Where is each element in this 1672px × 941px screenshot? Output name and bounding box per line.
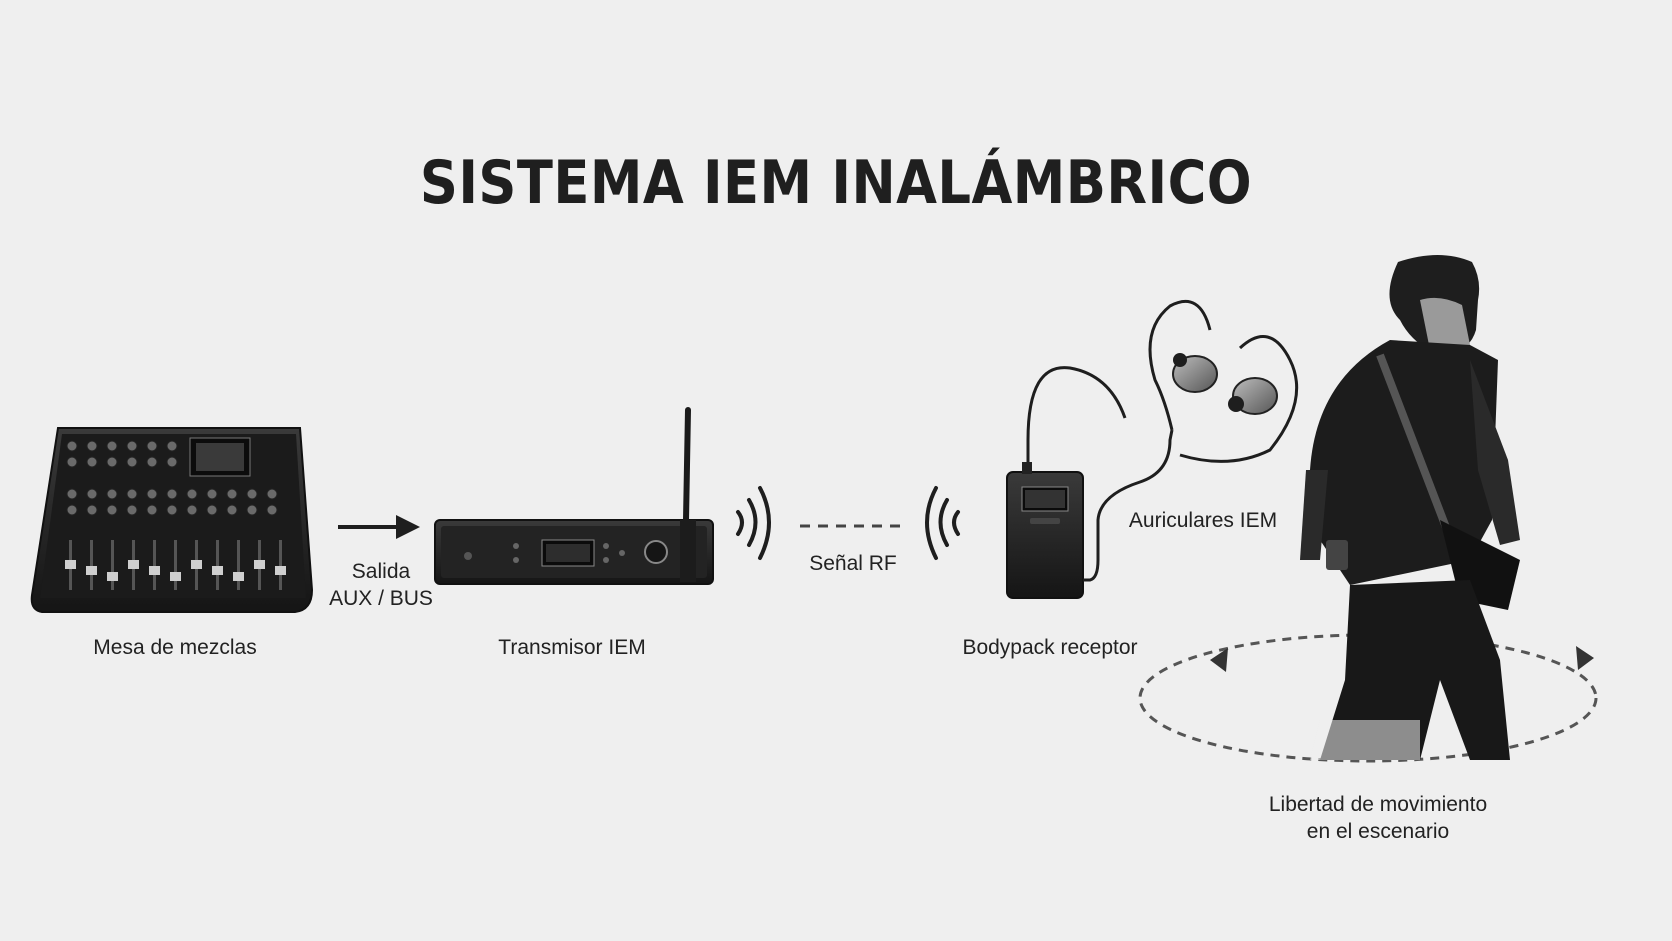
fader-cap (149, 566, 160, 575)
output-label: Salida AUX / BUS (320, 558, 442, 612)
performer-figure (1300, 255, 1520, 760)
fader-track (90, 540, 93, 590)
fader-track (111, 540, 114, 590)
rf-waves-out (736, 486, 771, 560)
mixer-knob (246, 488, 258, 500)
mixer-knob (106, 504, 118, 516)
mixer-knob (66, 504, 78, 516)
mixer-knob (166, 440, 178, 452)
iem-earphones (1148, 300, 1299, 463)
mixing-console (30, 427, 314, 613)
fader-cap (254, 560, 265, 569)
mixer-knob (66, 456, 78, 468)
mixer-knob (166, 504, 178, 516)
fader-track (216, 540, 219, 590)
mixer-knob (66, 440, 78, 452)
diagram-title: SISTEMA IEM INALÁMBRICO (419, 148, 1253, 218)
fader-cap (86, 566, 97, 575)
earphones-label: Auriculares IEM (1128, 509, 1278, 532)
performer-label-line-2: en el escenario (1306, 820, 1450, 843)
mixer-knob (106, 440, 118, 452)
mixer-knob (106, 488, 118, 500)
fader-cap (275, 566, 286, 575)
mixer-knob (126, 488, 138, 500)
mixer-knob (86, 488, 98, 500)
mixer-knob (186, 488, 198, 500)
mixer-knob (186, 504, 198, 516)
mixer-knob (266, 488, 278, 500)
fader-cap (170, 572, 181, 581)
mixer-knob (166, 488, 178, 500)
mixer-knob (126, 504, 138, 516)
fader-track (237, 540, 240, 590)
output-label-line-2: AUX / BUS (329, 587, 433, 610)
mixer-knob (146, 456, 158, 468)
mixer-knob (86, 440, 98, 452)
iem-transmitter (434, 407, 714, 585)
mixer-knob (226, 488, 238, 500)
rf-waves-in (925, 486, 960, 560)
fader-cap (107, 572, 118, 581)
mixer-knob (86, 504, 98, 516)
mixer-knob (126, 440, 138, 452)
fader-cap (128, 560, 139, 569)
fader-track (279, 540, 282, 590)
transmitter-label: Transmisor IEM (498, 636, 646, 659)
mixer-knob (226, 504, 238, 516)
bodypack-receiver (1006, 366, 1174, 599)
performer-label: Libertad de movimiento en el escenario (1260, 791, 1496, 845)
fader-cap (65, 560, 76, 569)
bodypack-label: Bodypack receptor (962, 636, 1138, 659)
mixer-label: Mesa de mezclas (93, 636, 257, 659)
mixer-knob (86, 456, 98, 468)
mixer-knob (146, 440, 158, 452)
fader-cap (191, 560, 202, 569)
mixer-knob (126, 456, 138, 468)
fader-cap (212, 566, 223, 575)
fader-track (153, 540, 156, 590)
mixer-knob (146, 504, 158, 516)
performer-label-line-1: Libertad de movimiento (1268, 793, 1488, 816)
mixer-knob (146, 488, 158, 500)
mixer-knob (66, 488, 78, 500)
mixer-knob (106, 456, 118, 468)
mixer-knob (166, 456, 178, 468)
output-arrow (338, 515, 420, 539)
output-label-line-1: Salida (351, 560, 411, 583)
fader-cap (233, 572, 244, 581)
rf-label: Señal RF (809, 552, 897, 575)
mixer-knob (246, 504, 258, 516)
mixer-knob (206, 504, 218, 516)
mixer-knob (206, 488, 218, 500)
mixer-knob (266, 504, 278, 516)
fader-track (174, 540, 177, 590)
